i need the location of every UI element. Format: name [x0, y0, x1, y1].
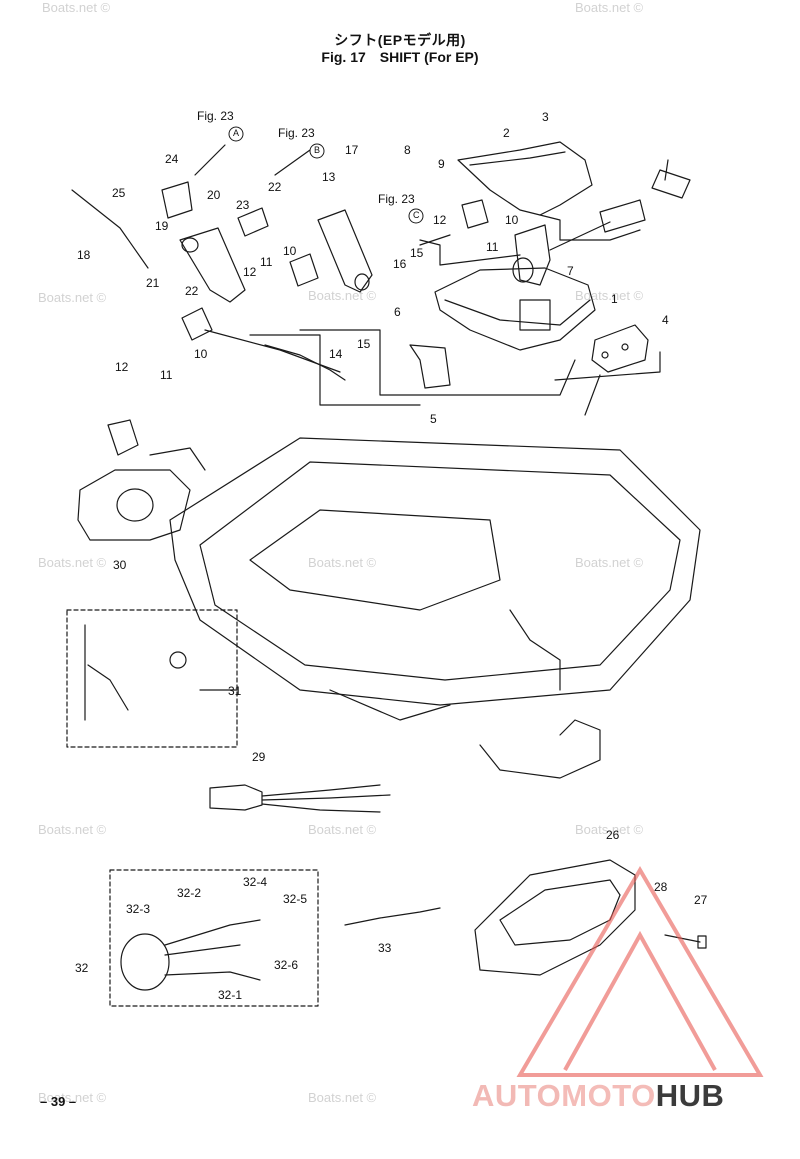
callout: 21 — [146, 276, 160, 290]
watermark: Boats.net © — [38, 290, 107, 305]
watermark: Boats.net © — [575, 0, 644, 15]
callout: 1 — [611, 292, 618, 306]
part-18-rod — [71, 189, 149, 269]
callout: 18 — [77, 248, 91, 262]
watermark: Boats.net © — [308, 555, 377, 570]
callout: 2 — [503, 126, 510, 140]
watermark: Boats.net © — [308, 822, 377, 837]
callout: 5 — [430, 412, 437, 426]
callout: 23 — [236, 198, 250, 212]
part-24-bracket — [161, 181, 193, 219]
ref-c-fig: Fig. 23 — [378, 192, 415, 206]
part-26-cover — [474, 859, 636, 976]
callout: 12 — [115, 360, 129, 374]
callout: 26 — [606, 828, 620, 842]
callout: 6 — [394, 305, 401, 319]
ref-b-letter: B — [314, 145, 321, 155]
watermark: Boats.net © — [575, 555, 644, 570]
brand-part1: AUTO — [472, 1078, 562, 1113]
callout: 32-1 — [218, 988, 243, 1002]
part-33-wire — [344, 907, 441, 926]
part-5-bracket — [409, 344, 451, 389]
part-31-box — [66, 609, 238, 748]
brand-part3: HUB — [655, 1078, 725, 1113]
callout: 33 — [378, 941, 392, 955]
callout: 31 — [228, 684, 242, 698]
page-number: – 39 – — [40, 1094, 77, 1109]
callout: 32-6 — [274, 958, 299, 972]
part-7-lever — [514, 224, 551, 286]
lower-cowling — [169, 437, 701, 706]
title-japanese: シフト(EPモデル用) — [334, 32, 466, 48]
callout: 32-3 — [126, 902, 151, 916]
callout: 15 — [410, 246, 424, 260]
watermark: Boats.net © — [575, 822, 644, 837]
callout: 12 — [243, 265, 257, 279]
callout: 3 — [542, 110, 549, 124]
callout: 15 — [357, 337, 371, 351]
ref-c-letter: C — [413, 210, 420, 220]
watermark: Boats.net © — [38, 555, 107, 570]
callout: 29 — [252, 750, 266, 764]
callout: 32-2 — [177, 886, 202, 900]
callout: 9 — [438, 157, 445, 171]
callout: 28 — [654, 880, 668, 894]
watermark: Boats.net © — [308, 1090, 377, 1105]
callout: 11 — [160, 368, 173, 382]
ref-b-fig: Fig. 23 — [278, 126, 315, 140]
callout: 11 — [260, 255, 273, 269]
figure-number: Fig. 17 — [321, 49, 366, 65]
callout: 11 — [486, 240, 499, 254]
part-1-base — [434, 267, 596, 351]
callout: 10 — [194, 347, 208, 361]
callout: 16 — [393, 257, 407, 271]
callout: 24 — [165, 152, 179, 166]
part-13-lever — [317, 209, 373, 293]
watermark: Boats.net © — [38, 822, 107, 837]
brand-part2: MOTO — [561, 1078, 656, 1113]
part-2-bracket — [457, 141, 593, 216]
callout: 30 — [113, 558, 127, 572]
callout: 14 — [329, 347, 343, 361]
callout: 25 — [112, 186, 126, 200]
callout: 27 — [694, 893, 708, 907]
callout: 19 — [155, 219, 169, 233]
brand-logo-triangle — [516, 866, 764, 1077]
callout: 32-5 — [283, 892, 308, 906]
part-29-switch — [209, 784, 263, 811]
callout: 10 — [505, 213, 519, 227]
callout: 32-4 — [243, 875, 268, 889]
watermark: Boats.net © — [38, 1090, 107, 1105]
part-30-remote-control-box — [77, 469, 191, 541]
watermark: Boats.net © — [42, 0, 111, 15]
figure-title-text: SHIFT (For EP) — [379, 49, 479, 65]
ref-a-letter: A — [233, 128, 240, 138]
callout: 7 — [567, 264, 574, 278]
figure-title: Fig. 17 SHIFT (For EP) — [0, 49, 800, 65]
callout: 17 — [345, 143, 359, 157]
callout: 22 — [185, 284, 199, 298]
callout: 32 — [75, 961, 89, 975]
part-4-grommet — [591, 324, 649, 373]
part-32-gauge — [120, 933, 170, 991]
callout: 10 — [283, 244, 297, 258]
callout: 8 — [404, 143, 411, 157]
part-32-box — [109, 869, 319, 1007]
brand-logo: AUTOMOTOHUB — [472, 1078, 724, 1114]
callout: 12 — [433, 213, 447, 227]
part-20-lever — [179, 227, 246, 303]
callout: 4 — [662, 313, 669, 327]
callout: 13 — [322, 170, 336, 184]
callout: 20 — [207, 188, 221, 202]
callout: 22 — [268, 180, 282, 194]
ref-a-fig: Fig. 23 — [197, 109, 234, 123]
